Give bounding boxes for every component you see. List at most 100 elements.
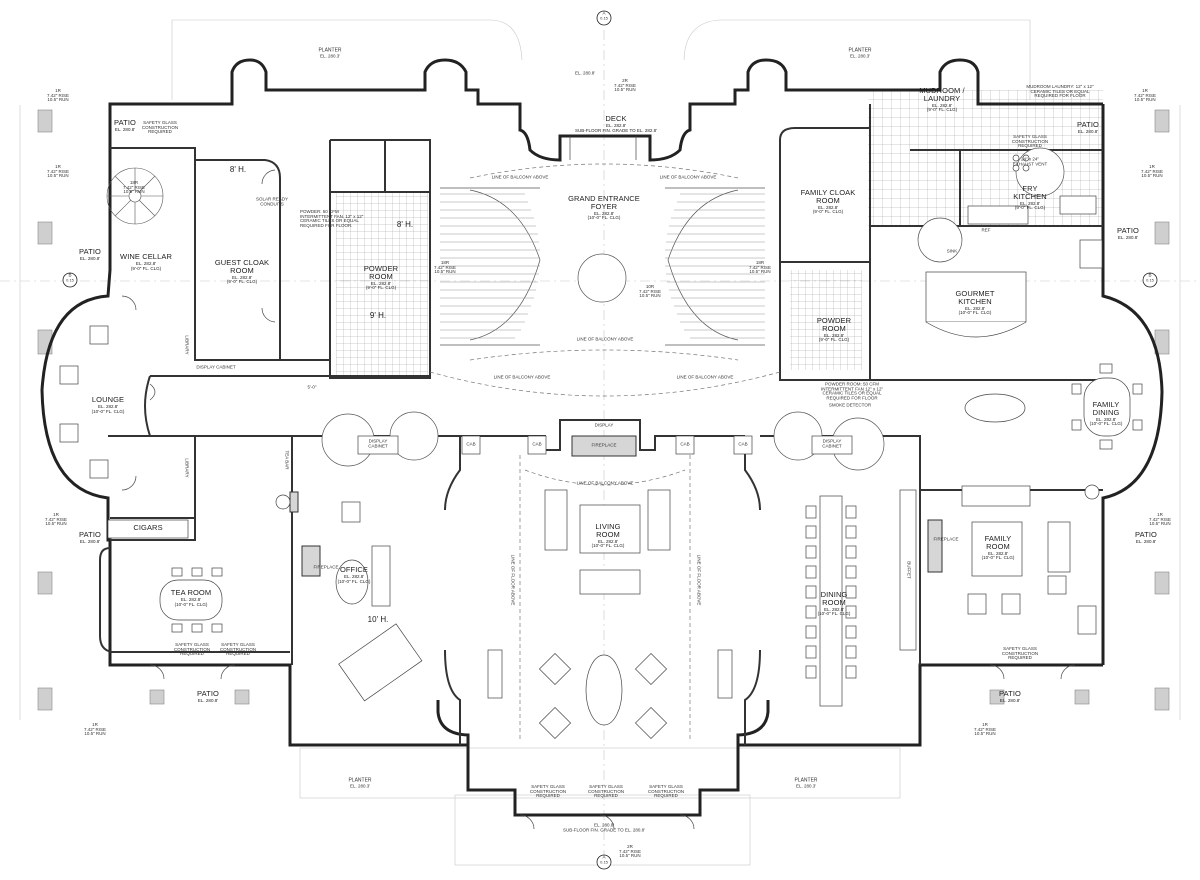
ref-label: REF (981, 227, 991, 233)
safety-note-6: SAFETY GLASS CONSTRUCTION REQUIRED (529, 783, 567, 799)
safety-note-7: SAFETY GLASS CONSTRUCTION REQUIRED (587, 783, 625, 799)
safety-note-1: SAFETY GLASS CONSTRUCTION REQUIRED (173, 641, 211, 657)
cab-label-3: CAB (466, 441, 476, 447)
balcony-note-4: LINE OF BALCONY ABOVE (493, 374, 551, 380)
office-furniture (275, 494, 423, 702)
exterior-walls (40, 58, 1164, 817)
fireplace-label-living: FIREPLACE (591, 442, 617, 448)
living-room-furniture (487, 489, 733, 740)
balcony-note-6: LINE OF BALCONY ABOVE (576, 480, 634, 486)
library-label-1: LIBRARY (184, 335, 190, 355)
safety-note-2: SAFETY GLASS CONSTRUCTION REQUIRED (219, 641, 257, 657)
section-markers (62, 10, 1158, 870)
exhaust-note: 24" x 24" EXHAUST VENT (1012, 156, 1048, 166)
safety-note-4: SAFETY GLASS CONSTRUCTION REQUIRED (1011, 133, 1049, 149)
mudroom-note: MUDROOM LAUNDRY: 12" x 12" CERAMIC TILES… (1026, 83, 1094, 99)
powder-note-w: POWDER: 50 CFM INTERMITTENT FAN. 12" x 1… (300, 209, 364, 229)
cigars-label: CIGARS (133, 523, 163, 533)
cab-label-2: CAB (680, 441, 690, 447)
balcony-lines (429, 163, 781, 740)
family-dining-furniture (964, 363, 1143, 450)
display-cabinet-label-3: DISPLAY CABINET (196, 364, 236, 370)
bottom-elev-label: EL. 280.8'SUB-FLOOR FIN. GRADE TO EL. 28… (563, 822, 645, 832)
fireplace-label-office: FIREPLACE (313, 564, 339, 570)
buffet-label: BUFFET (906, 561, 912, 579)
solar-note: SOLAR READY CONDUITS (255, 196, 288, 206)
trees (321, 147, 1065, 471)
cabinets (107, 435, 853, 539)
lounge-furniture (59, 325, 156, 479)
family-room-furniture (961, 484, 1100, 635)
safety-note-8: SAFETY GLASS CONSTRUCTION REQUIRED (647, 783, 685, 799)
ceiling-height-office: 10' H. (367, 614, 389, 624)
library-label-2: LIBRARY (184, 458, 190, 478)
ceiling-height-powder: 8' H. (396, 219, 414, 229)
tea-bar-label: TEA BAR (284, 450, 290, 470)
door-swings (121, 136, 1076, 830)
balcony-note-1: LINE OF BALCONY ABOVE (491, 174, 549, 180)
display-label: DISPLAY (594, 422, 614, 428)
floor-above-note-1: LINE OF FLOOR ABOVE (510, 554, 516, 606)
fireplace-label-family: FIREPLACE (933, 536, 959, 542)
spiral-stair (106, 167, 164, 225)
fireplaces (289, 435, 943, 577)
powder-note-e: POWDER ROOM: 50 CFM INTERMITTENT FAN 12"… (820, 381, 884, 401)
dining-table (805, 489, 917, 707)
balcony-note-2: LINE OF BALCONY ABOVE (659, 174, 717, 180)
cab-label-4: CAB (738, 441, 748, 447)
balcony-note-3: LINE OF BALCONY ABOVE (576, 336, 634, 342)
balcony-note-5: LINE OF BALCONY ABOVE (676, 374, 734, 380)
dimension-label: 5'-0" (307, 384, 317, 390)
floor-above-note-2: LINE OF FLOOR ABOVE (696, 554, 702, 606)
safety-note-3: SAFETY GLASS CONSTRUCTION REQUIRED (141, 119, 179, 135)
tile-floors (336, 90, 1103, 378)
safety-note-5: SAFETY GLASS CONSTRUCTION REQUIRED (1001, 645, 1039, 661)
ceiling-height-cloak: 8' H. (229, 164, 247, 174)
tea-room-furniture (159, 567, 223, 633)
cab-label-1: CAB (532, 441, 542, 447)
interior-walls (99, 104, 1103, 745)
ceiling-height-powder-2: 9' H. (369, 310, 387, 320)
